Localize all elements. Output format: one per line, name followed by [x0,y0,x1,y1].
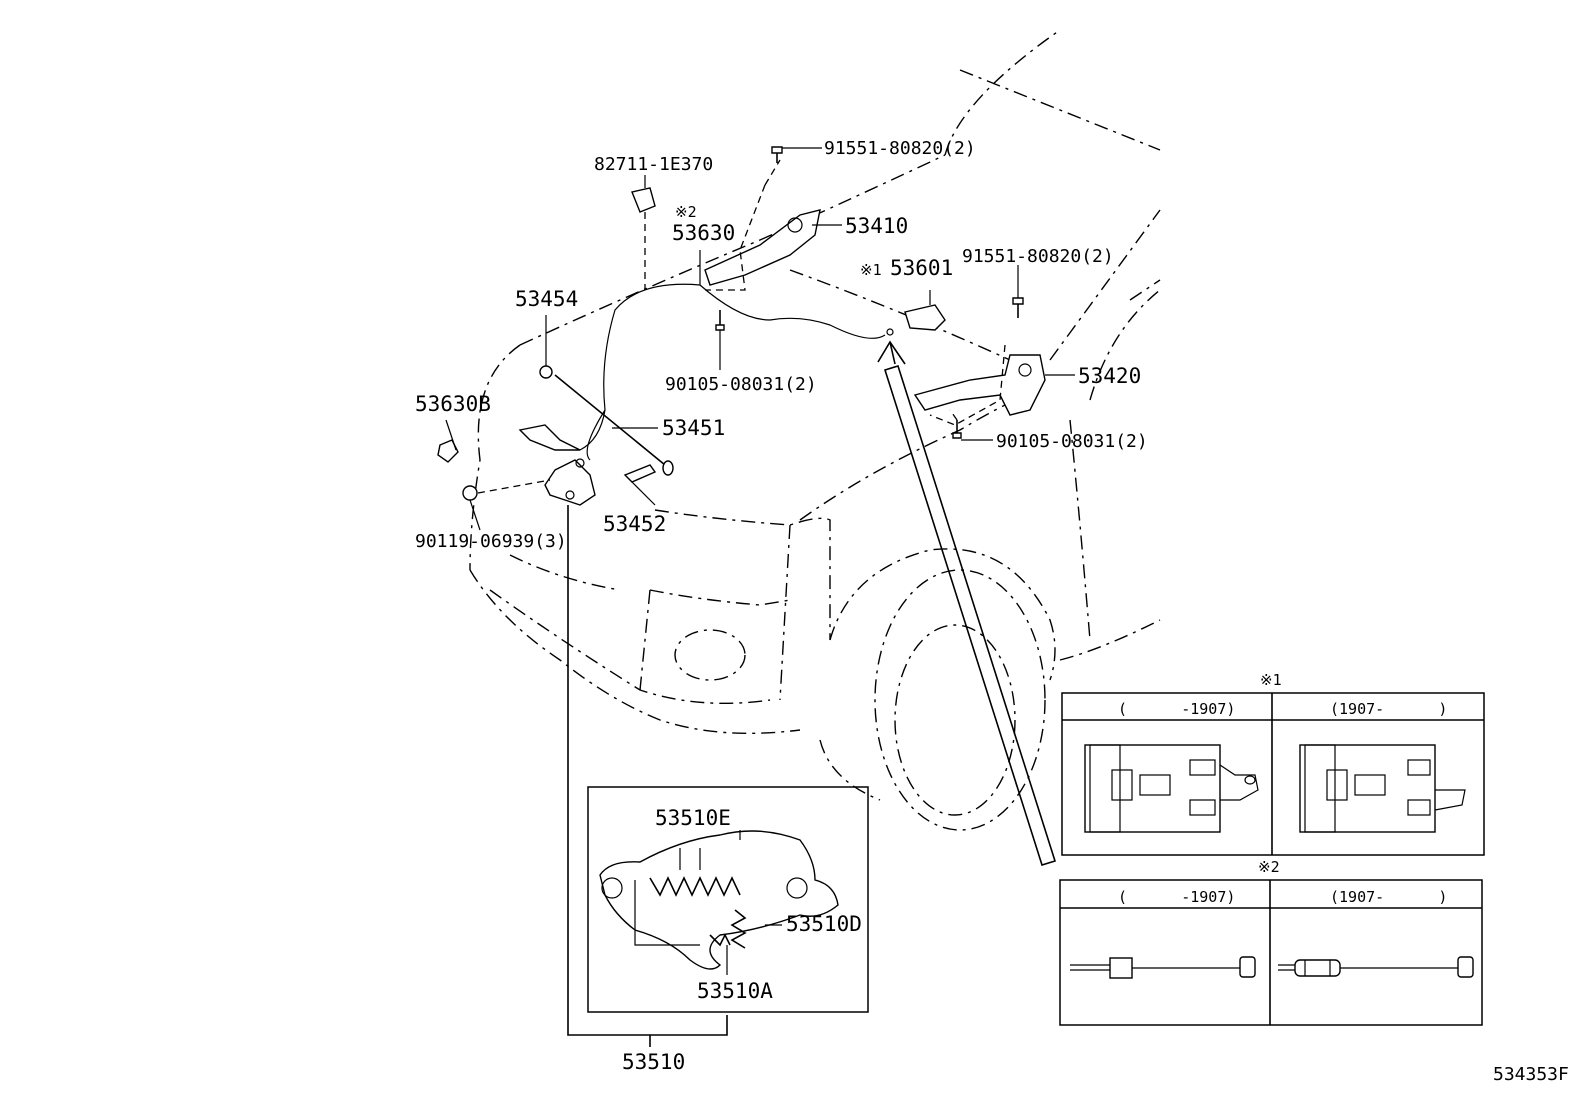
lock-protector [518,424,581,451]
inset2-col1-header: ( -1907) [1118,888,1235,906]
inset1-col2-header: (1907- ) [1330,700,1447,718]
hood-hinge-left [704,159,821,291]
release-cable [579,283,894,461]
label-90105-08031-right: 90105-08031(2) [996,431,1148,452]
part-labels: 82711-1E370 91551-80820(2) ※2 53630 5341… [415,138,1569,1085]
vehicle-outline [469,29,1161,831]
inset2-cable-new [1278,956,1474,978]
inset-2 [1059,879,1483,1026]
label-53601: 53601 [890,256,953,280]
hood-release-lever-53601 [904,304,946,331]
label-91551-80820-right: 91551-80820(2) [962,246,1114,267]
label-91551-80820-top: 91551-80820(2) [824,138,976,159]
inset2-col2-header: (1907- ) [1330,888,1447,906]
inset1-part-new [1299,744,1466,833]
label-53451: 53451 [662,416,725,440]
label-90119-06939: 90119-06939(3) [415,531,567,552]
hood-rod-holder [623,464,657,483]
hood-support-rod [539,365,674,476]
label-53410: 53410 [845,214,908,238]
label-82711-1E370: 82711-1E370 [594,154,713,175]
clip-53630B [437,439,459,463]
leader-lines [445,147,1075,531]
label-53510: 53510 [622,1050,685,1074]
label-53630: 53630 [672,221,735,245]
lock-detail-box [567,505,869,1047]
label-mark1: ※1 [860,261,882,279]
label-53630B: 53630B [415,392,491,416]
inset-1 [1061,692,1485,856]
label-53510E: 53510E [655,806,731,830]
inset1-title: ※1 [1260,671,1282,689]
arrow-to-inset [877,340,1057,866]
label-53510A: 53510A [697,979,773,1003]
label-53510D: 53510D [786,912,862,936]
label-53454: 53454 [515,287,578,311]
inset2-title: ※2 [1258,858,1280,876]
label-53420: 53420 [1078,364,1141,388]
inset1-part-old [1084,744,1259,833]
bolts-top [715,146,1024,439]
label-53452: 53452 [603,512,666,536]
label-mark2: ※2 [675,203,697,221]
bumper-82711 [631,187,656,290]
inset-labels: ※1 ( -1907) (1907- ) ※2 ( -1907) (1907- … [1118,671,1447,906]
hood-hinge-right [913,344,1046,426]
inset1-col1-header: ( -1907) [1118,700,1235,718]
diagram-reference-code: 534353F [1493,1064,1569,1085]
inset2-cable-old [1070,956,1256,979]
label-90105-08031-left: 90105-08031(2) [665,374,817,395]
hood-lock-assembly [544,458,596,506]
